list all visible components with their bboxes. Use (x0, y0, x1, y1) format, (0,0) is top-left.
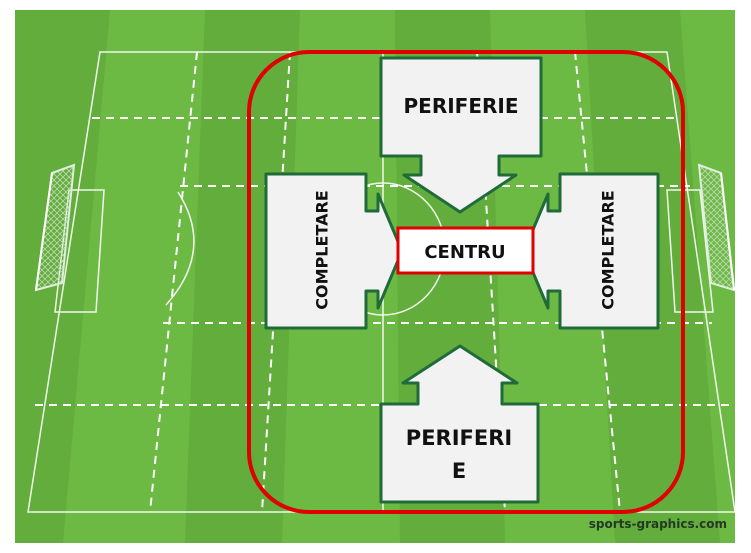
bottom-box-label-line1: PERIFERI (406, 426, 512, 450)
left-penalty-arc (165, 191, 195, 306)
right-box-label: COMPLETARE (599, 190, 618, 309)
top-arrow-box (379, 56, 543, 214)
center-box-label: CENTRU (424, 242, 505, 263)
left-box-label: COMPLETARE (313, 190, 332, 309)
central-zone-outline (247, 50, 685, 514)
right-arrow-box (522, 172, 660, 330)
center-box (396, 226, 535, 275)
bottom-box-label-line2: E (452, 459, 466, 483)
watermark: sports-graphics.com (589, 517, 727, 531)
left-arrow-box (264, 172, 404, 330)
right-penalty-box (666, 189, 714, 313)
bottom-arrow-box (379, 344, 540, 504)
top-box-label: PERIFERIE (404, 94, 519, 118)
left-goal (34, 163, 76, 292)
right-goal (697, 163, 736, 292)
